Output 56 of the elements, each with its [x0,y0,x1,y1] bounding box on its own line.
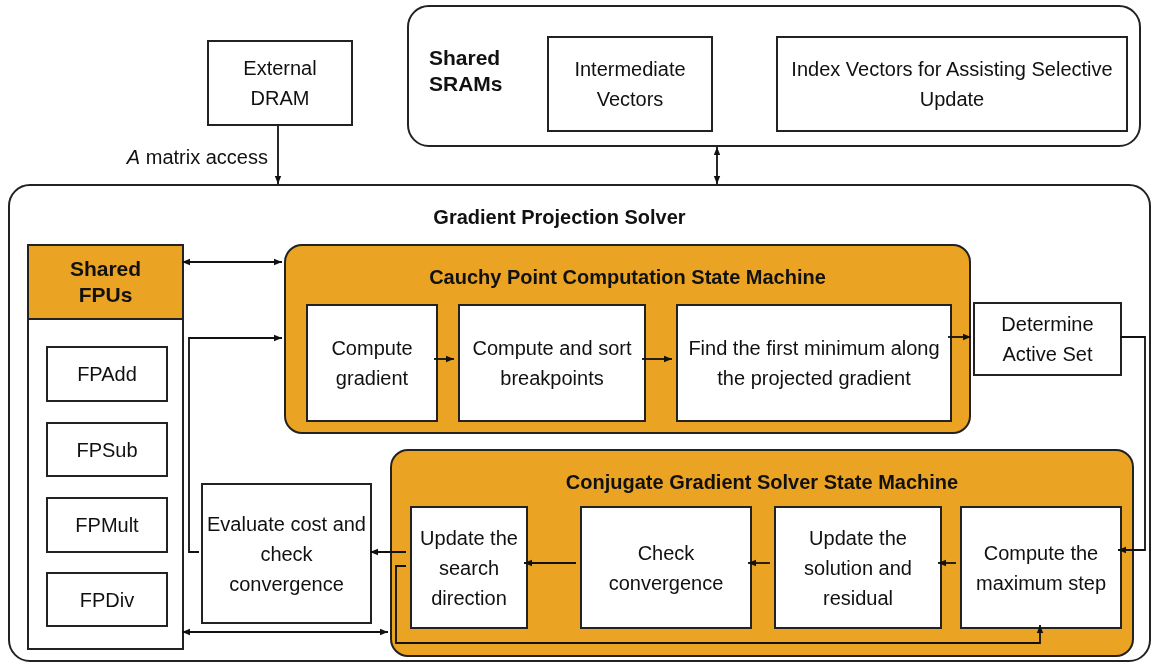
process-box [676,304,952,422]
group-heading: Conjugate Gradient Solver State Machine [564,470,960,495]
solver-container [8,184,1151,662]
group-heading: Cauchy Point Computation State Machine [428,265,827,290]
box-label: Index Vectors for Assisting Selective Update [790,57,1114,112]
box-label: Evaluate cost and check convergence [207,511,366,597]
box-label: Find the first minimum along the projected gradient [687,336,941,391]
arrow [181,258,283,266]
box-label: Compute the maximum step [975,540,1107,596]
memory-group [407,5,1141,147]
state-machine-panel [284,244,971,434]
box-label: Determine Active Set [1000,312,1095,367]
arrow [713,146,721,185]
box-label: FPMult [75,513,139,538]
process-box [46,572,168,627]
process-box [46,497,168,553]
arrow [947,333,972,341]
fpu-header: Shared FPUs [29,246,182,320]
process-box [458,304,646,422]
group-heading: Gradient Projection Solver [432,205,687,230]
box-label: FPAdd [77,362,137,387]
process-box [960,506,1122,629]
arrow [188,334,283,553]
arrow [274,125,282,185]
process-box [776,36,1128,132]
box-label: Check convergence [607,540,725,596]
process-box [46,346,168,402]
arrow [1117,336,1146,554]
box-label: Intermediate Vectors [573,57,687,112]
process-box [973,302,1122,376]
fpu-panel [27,244,184,650]
box-label: Update the search direction [419,525,519,611]
arrow [433,355,455,363]
box-label: Update the solution and residual [803,525,913,611]
arrow [937,559,957,567]
arrow [395,565,1044,644]
process-box [580,506,752,629]
box-label: Compute and sort breakpoints [471,336,633,391]
process-box [201,483,372,624]
arrow [747,559,771,567]
arrow [369,548,407,556]
box-label: FPSub [76,437,138,463]
process-box [306,304,438,422]
arrow [641,355,673,363]
process-box [207,40,353,126]
process-box [410,506,528,629]
process-box [46,422,168,477]
group-heading: Shared SRAMs [429,45,504,97]
box-label: Compute gradient [330,336,414,391]
process-box [774,506,942,629]
arrow [181,628,389,636]
state-machine-panel [390,449,1134,657]
arrow [523,559,577,567]
process-box [547,36,713,132]
box-label: External DRAM [242,56,318,111]
box-label: FPDiv [79,587,135,613]
